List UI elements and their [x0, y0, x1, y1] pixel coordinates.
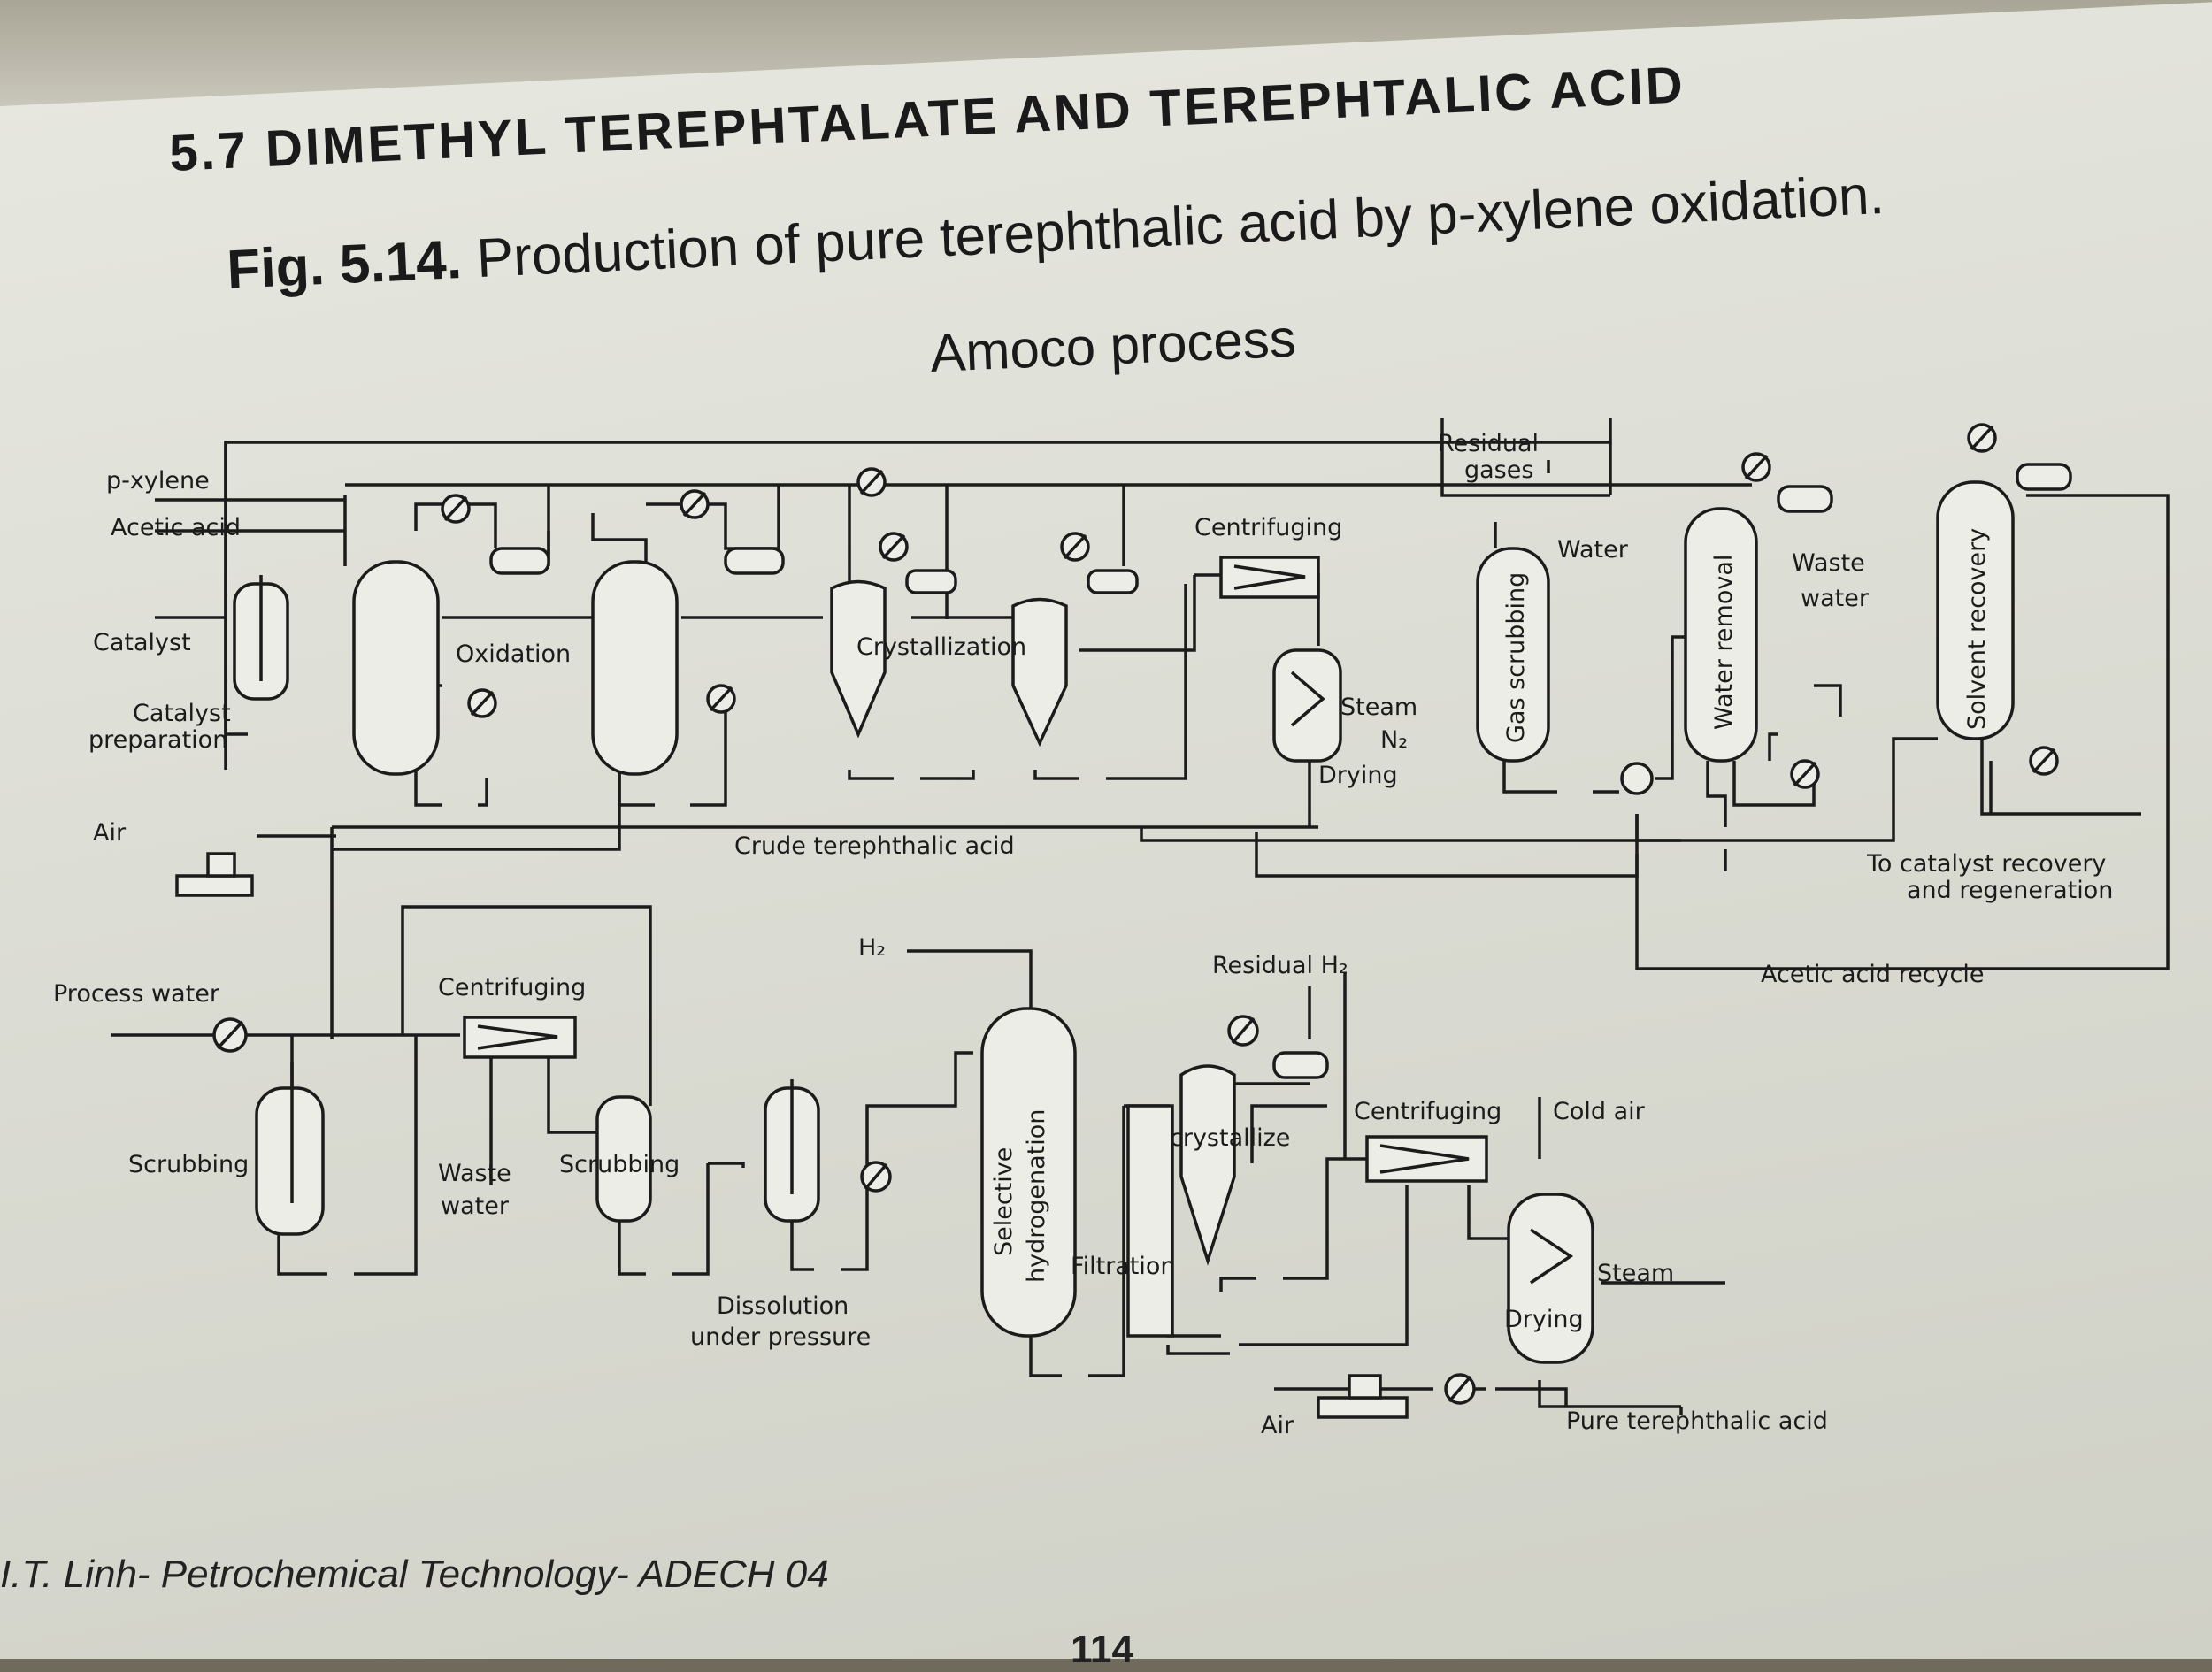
- label-waste-water-top-2: water: [1801, 585, 1870, 612]
- reflux-drum-lower: [1272, 1051, 1329, 1079]
- label-dissolution-1: Dissolution: [717, 1292, 849, 1320]
- solvent-recovery-column: [1936, 480, 2015, 740]
- label-acetic-acid: Acetic acid: [111, 514, 241, 541]
- selective-hydrogenation-reactor: [980, 1007, 1077, 1338]
- label-steam-top: Steam: [1340, 694, 1417, 721]
- label-oxidation: Oxidation: [456, 640, 571, 668]
- label-waste-water-bottom-1: Waste: [438, 1160, 511, 1187]
- label-air-bottom: Air: [1261, 1412, 1294, 1439]
- air-compressor-bottom-motor: [1348, 1374, 1382, 1400]
- label-catalyst-recovery-2: and regeneration: [1907, 877, 2113, 904]
- label-n2: N₂: [1380, 726, 1408, 754]
- lower-equipment: [212, 1007, 1594, 1419]
- label-residual-h2: Residual H₂: [1212, 952, 1348, 979]
- oxidation-reactor-1: [352, 560, 440, 776]
- gas-scrubbing-column: [1476, 547, 1550, 763]
- label-selective-hydrogenation-2: hydrogenation: [1023, 1109, 1050, 1283]
- label-process-water: Process water: [53, 980, 220, 1008]
- label-crude-tpa: Crude terephthalic acid: [734, 832, 1015, 860]
- label-catalyst: Catalyst: [93, 629, 191, 656]
- reflux-drum-1: [489, 547, 550, 575]
- label-crystallize: crystallize: [1170, 1124, 1290, 1152]
- label-centrifuging-mid: Centrifuging: [438, 974, 586, 1001]
- label-scrubbing-left: Scrubbing: [128, 1151, 249, 1178]
- oxidation-reactor-2: [591, 560, 679, 776]
- page-number: 114: [1071, 1628, 1133, 1671]
- reflux-drum-3: [905, 569, 957, 594]
- label-catalyst-recovery-1: To catalyst recovery: [1866, 850, 2106, 878]
- crystallizer-1: [830, 579, 887, 739]
- dryer-vessel: [1272, 648, 1342, 763]
- water-removal-column: [1684, 507, 1758, 763]
- label-pure-tpa: Pure terephthalic acid: [1566, 1407, 1828, 1435]
- footer-source: I.T. Linh- Petrochemical Technology- ADE…: [0, 1553, 829, 1596]
- scrubbing-vessel-middle: [595, 1095, 652, 1223]
- label-residual-gases-2: gases: [1464, 456, 1533, 484]
- reflux-drum-2: [724, 547, 785, 575]
- label-acetic-acid-recycle: Acetic acid recycle: [1761, 961, 1984, 988]
- air-compressor-top: [175, 874, 254, 897]
- label-crystallization: Crystallization: [856, 633, 1026, 661]
- label-drying-bottom: Drying: [1504, 1306, 1584, 1333]
- upper-equipment: [175, 423, 2072, 897]
- air-compressor-bottom: [1317, 1396, 1409, 1419]
- label-filtration: Filtration: [1071, 1253, 1176, 1280]
- label-water-removal: Water removal: [1710, 555, 1738, 730]
- heat-exchanger-icons-upper: [441, 423, 2059, 789]
- reflux-drum-6: [2016, 463, 2072, 491]
- label-catalyst-prep-2: preparation: [88, 726, 227, 754]
- heat-exchanger-top: [1620, 762, 1654, 795]
- label-h2: H₂: [858, 934, 886, 962]
- label-centrifuging-bottom: Centrifuging: [1354, 1098, 1502, 1125]
- final-dryer: [1507, 1193, 1594, 1364]
- label-catalyst-prep-1: Catalyst: [133, 700, 231, 727]
- reflux-drum-5: [1777, 485, 1833, 513]
- label-water: Water: [1557, 536, 1629, 564]
- label-steam-bottom: Steam: [1597, 1260, 1674, 1287]
- air-compressor-top-motor: [206, 852, 236, 878]
- crystallizer-lower: [1179, 1064, 1236, 1266]
- label-centrifuging-top: Centrifuging: [1194, 514, 1342, 541]
- diagram-labels: p-xylene Acetic acid Catalyst Catalyst p…: [53, 430, 2113, 1439]
- label-p-xylene: p-xylene: [106, 467, 210, 495]
- scrubbing-vessel-left: [255, 1086, 325, 1236]
- label-waste-water-top-1: Waste: [1792, 549, 1865, 577]
- valve-icons-lower: [212, 1015, 1476, 1405]
- label-residual-gases-1: Residual: [1438, 430, 1539, 457]
- middle-centrifuge: [463, 1016, 577, 1059]
- label-selective-hydrogenation-1: Selective: [990, 1147, 1018, 1256]
- label-cold-air: Cold air: [1553, 1098, 1646, 1125]
- reflux-drum-4: [1087, 569, 1139, 594]
- label-dissolution-2: under pressure: [690, 1323, 871, 1351]
- label-gas-scrubbing: Gas scrubbing: [1502, 572, 1530, 743]
- label-drying-top: Drying: [1318, 762, 1398, 789]
- label-air-top: Air: [93, 819, 127, 847]
- label-solvent-recovery: Solvent recovery: [1963, 528, 1991, 730]
- label-scrubbing-mid: Scrubbing: [559, 1151, 680, 1178]
- label-waste-water-bottom-2: water: [441, 1193, 510, 1220]
- crystallizer-2: [1011, 597, 1068, 748]
- filtration-unit: [1126, 1104, 1174, 1338]
